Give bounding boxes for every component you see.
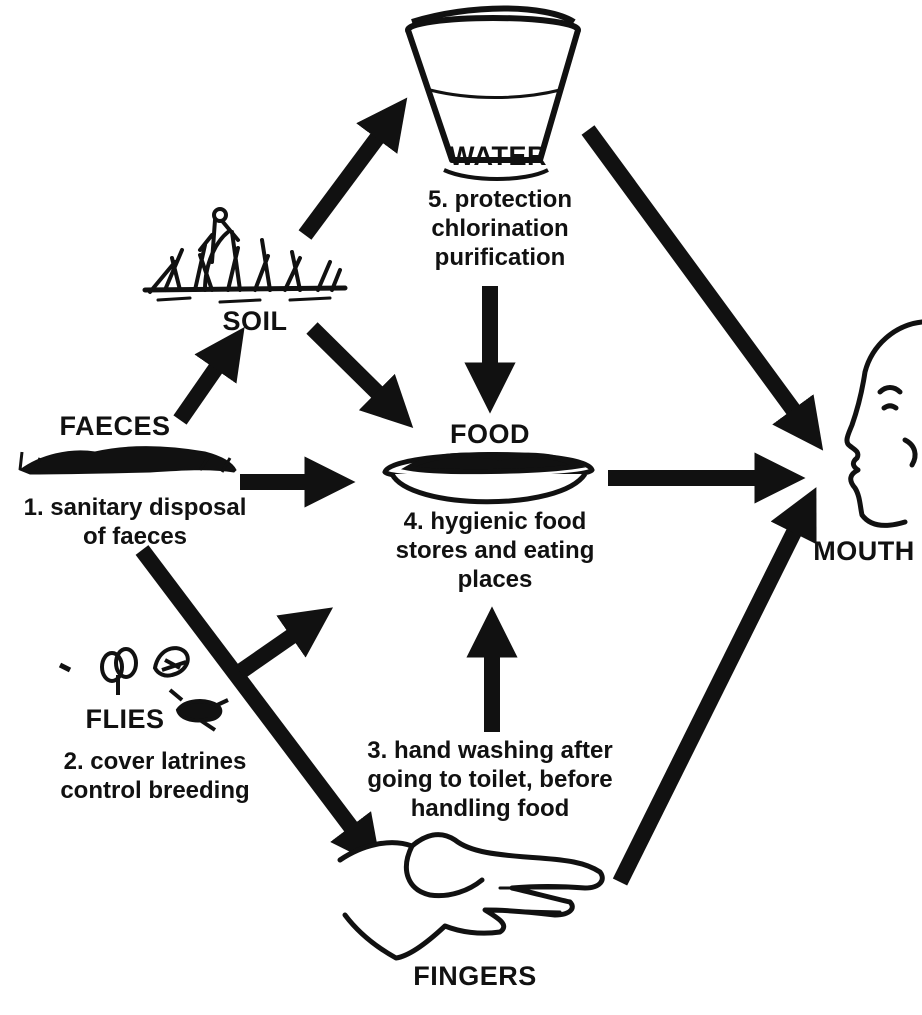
- face-profile-icon: [844, 319, 922, 528]
- soil-label: SOIL: [222, 306, 288, 336]
- flies-label: FLIES: [85, 704, 165, 734]
- food-label: FOOD: [450, 419, 530, 449]
- arrow-fingers-to-mouth: [612, 487, 817, 886]
- barrier-2-label: 2. cover latrines control breeding: [60, 748, 250, 804]
- water-label: WATER: [449, 141, 547, 171]
- barrier-5-label: 5. protection chlorination purification: [427, 186, 572, 271]
- arrow-flies-to-food: [235, 607, 334, 679]
- fingers-label: FINGERS: [413, 961, 537, 991]
- barrier-4-label: 4. hygienic food stores and eating place…: [395, 508, 595, 593]
- arrow-faeces-to-soil: [173, 326, 245, 425]
- fly-icon: [58, 646, 229, 732]
- mouth-label: MOUTH: [813, 536, 915, 566]
- grass-icon: [142, 207, 348, 304]
- arrow-soil-to-food: [306, 322, 414, 428]
- arrow-water-to-mouth: [581, 125, 824, 451]
- hand-icon: [337, 832, 605, 961]
- faeces-label: FAECES: [59, 411, 171, 441]
- arrow-soil-to-water: [298, 97, 408, 240]
- bucket-icon: [405, 5, 581, 181]
- barrier-3-label: 3. hand washing after going to toilet, b…: [367, 737, 613, 822]
- barrier-1-label: 1. sanitary disposal of faeces: [23, 494, 247, 550]
- faeces-icon: [18, 446, 237, 475]
- food-bowl-icon: [382, 452, 595, 505]
- arrow-faeces-to-fingers: [135, 545, 382, 868]
